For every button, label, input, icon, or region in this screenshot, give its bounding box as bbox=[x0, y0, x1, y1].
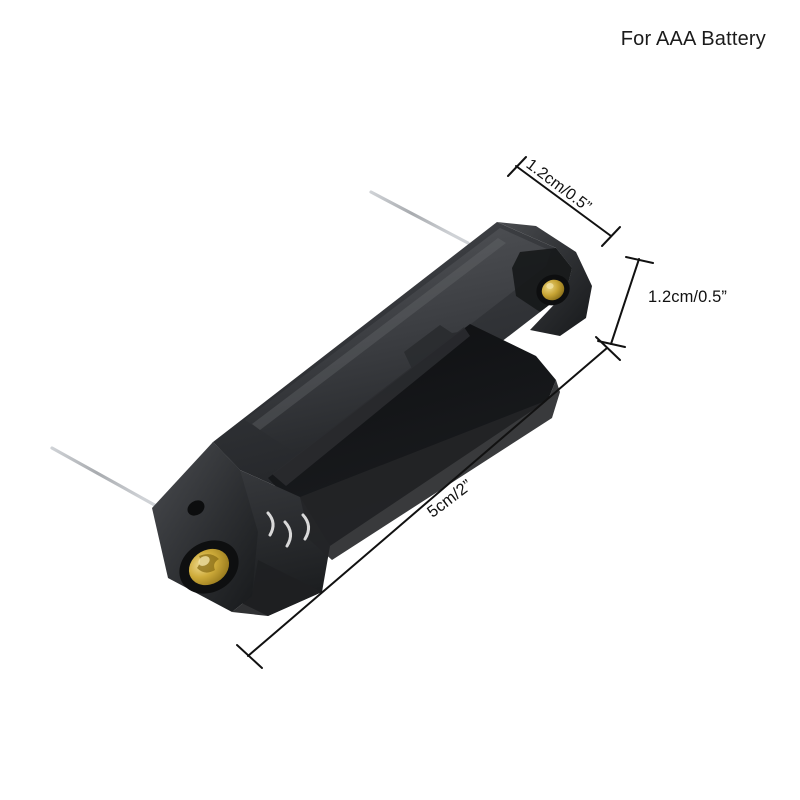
wire-lead-top bbox=[369, 190, 470, 245]
positive-contact bbox=[536, 274, 570, 306]
plastic-shell bbox=[152, 222, 592, 616]
dimension-label-height-right: 1.2cm/0.5” bbox=[648, 288, 727, 306]
rail-highlight bbox=[252, 238, 506, 430]
dimension-line-width-top bbox=[507, 156, 621, 247]
top-rail bbox=[245, 228, 551, 456]
coil-spring bbox=[266, 511, 310, 548]
dimension-line-height-right bbox=[597, 256, 654, 348]
dimension-line-length bbox=[236, 336, 621, 669]
right-end-cap bbox=[497, 222, 592, 336]
page-title: For AAA Battery bbox=[620, 28, 766, 50]
negative-contact bbox=[179, 540, 239, 594]
mounting-hole bbox=[187, 500, 205, 516]
wire-lead-left bbox=[50, 446, 162, 510]
